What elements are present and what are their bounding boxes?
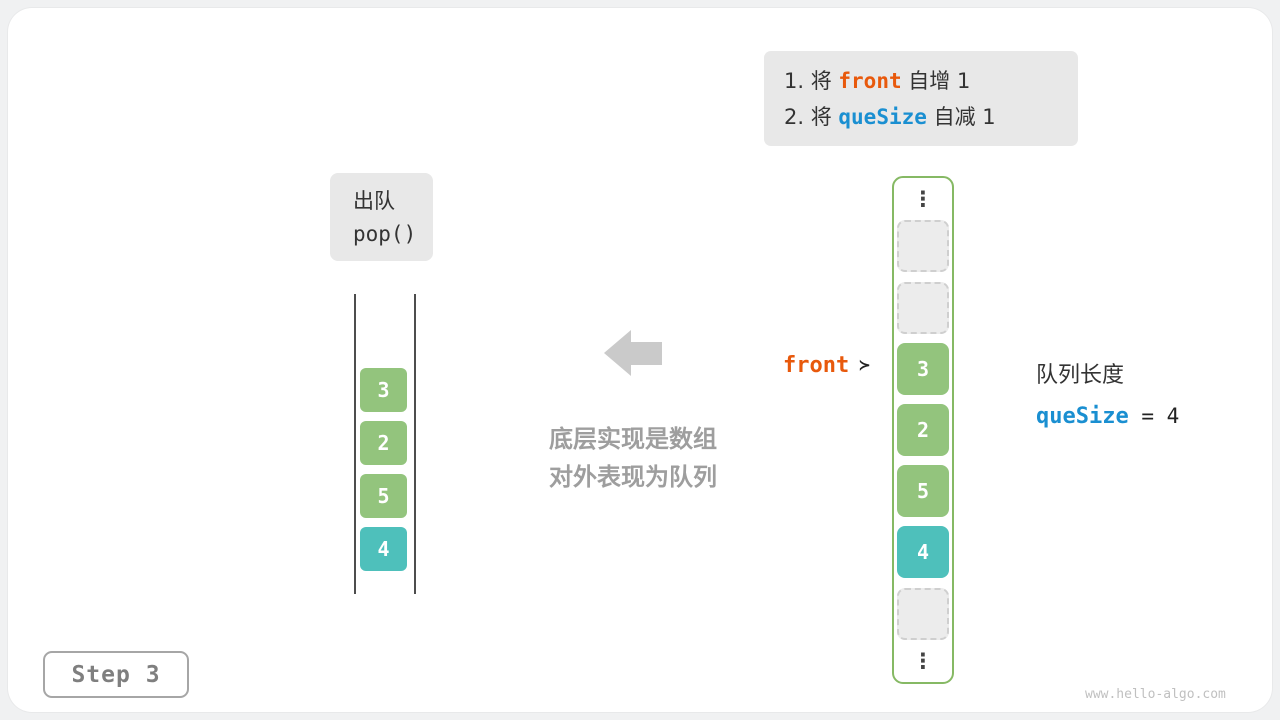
left-arrow-head [604,330,631,376]
queue-item-5: 5 [360,474,407,518]
array-cell-empty [897,281,949,334]
queue-wall-right [414,294,416,594]
instruction-line-1: 1. 将 front 自增 1 [784,63,1058,99]
instr2-suffix: 自减 1 [926,105,996,129]
queue-wall-left [354,294,356,594]
front-pointer-arrow-icon: ≻ [858,356,871,374]
array-cell-5: 5 [897,465,949,518]
front-pointer-label: front [783,352,850,378]
front-pointer: front ≻ [783,352,871,378]
array-cell-2: 2 [897,403,949,456]
array-cell-3: 3 [897,342,949,395]
queue-length-value: queSize = 4 [1036,399,1179,434]
queue-length-note: 队列长度 queSize = 4 [1036,359,1179,434]
queue-item-4: 4 [360,527,407,571]
array-cell-empty [897,220,949,273]
left-arrow-tail [631,342,662,365]
instruction-box: 1. 将 front 自增 1 2. 将 queSize 自减 1 [764,51,1078,146]
watermark: www.hello-algo.com [1085,687,1226,702]
instr1-code-front: front [838,69,902,93]
instr1-suffix: 自增 1 [901,69,971,93]
ellipsis-top-icon: ⋮ [912,187,934,212]
diagram-card: 1. 将 front 自增 1 2. 将 queSize 自减 1 出队 pop… [8,8,1272,712]
queue-length-rest: = 4 [1128,404,1180,428]
operation-label-cn: 出队 [353,189,395,213]
instr1-prefix: 1. 将 [784,69,839,93]
ellipsis-bottom-icon: ⋮ [912,648,934,673]
caption-line-1: 底层实现是数组 [549,425,717,453]
operation-label-box: 出队 pop() [330,173,433,261]
array-cell-empty [897,587,949,640]
caption-line-2: 对外表现为队列 [549,463,717,491]
operation-label-code: pop() [353,222,417,246]
array-cell-4: 4 [897,526,949,579]
queue-item-3: 3 [360,368,407,412]
queue-item-2: 2 [360,421,407,465]
queue-length-title: 队列长度 [1036,363,1125,388]
instr2-prefix: 2. 将 [784,105,839,129]
queue-length-code: queSize [1036,404,1129,429]
array-column: ⋮ 3 2 5 4 ⋮ [892,176,954,684]
instruction-line-2: 2. 将 queSize 自减 1 [784,99,1058,135]
step-badge: Step 3 [43,651,189,698]
left-arrow-icon [604,330,662,376]
center-caption: 底层实现是数组 对外表现为队列 [513,420,753,496]
abstract-queue-items: 3 2 5 4 [360,368,407,571]
instr2-code-quesize: queSize [838,105,927,129]
